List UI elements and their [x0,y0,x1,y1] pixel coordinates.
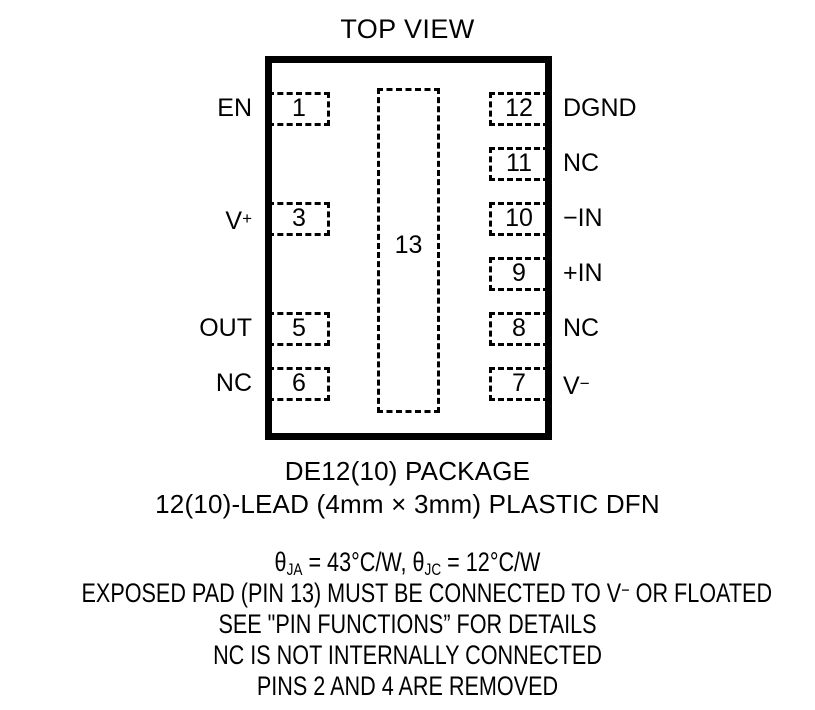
pin-label-text-8: NC [563,314,600,342]
exposed-pad-number: 13 [394,231,423,259]
pin-number-5: 5 [292,314,306,342]
pin-pad-5 [268,312,330,346]
pin-number-1: 1 [292,94,306,122]
theta-ja-value: = 43°C/W, [302,547,413,577]
pin-pad-8 [489,312,549,346]
pin-label-5: OUT [199,312,252,346]
caption-nc-note: NC IS NOT INTERNALLY CONNECTED [213,640,602,670]
pin-label-text-12: DGND [563,94,637,122]
pin-pad-7 [489,367,549,401]
pin-label-text-5: OUT [199,314,252,342]
pin-number-11: 11 [506,149,532,177]
theta-ja-subscript: JA [286,560,303,579]
pin-label-superscript-7: − [579,374,590,393]
exposed-pad-note-suffix: OR FLOATED [629,578,773,608]
v-minus-superscript: − [621,580,630,600]
pin-pad-9 [489,257,549,291]
pin-number-7: 7 [512,369,526,397]
body-wall-left [265,56,272,440]
pin-label-text-3: V [225,207,243,235]
theta-jc-symbol: θ [412,547,425,577]
pin-label-10: −IN [563,202,603,236]
top-view-title: TOP VIEW [340,14,475,44]
theta-ja-symbol: θ [274,547,287,577]
pin-number-8: 8 [512,314,526,342]
body-wall-right [545,56,552,440]
theta-jc-value: = 12°C/W [441,547,541,577]
pin-number-10: 10 [505,204,533,232]
pin-label-12: DGND [563,92,637,126]
caption-removed-pins-note: PINS 2 AND 4 ARE REMOVED [256,671,559,701]
pin-label-text-9: +IN [563,259,603,287]
pin-label-text-6: NC [215,369,252,397]
pin-pad-12 [489,92,549,126]
pin-number-3: 3 [292,204,306,232]
pin-label-6: NC [216,367,252,401]
pin-number-6: 6 [292,369,306,397]
pin-pad-11 [489,147,549,181]
pin-label-9: +IN [563,257,603,291]
pin-pad-10 [489,202,549,236]
pin-pad-3 [268,202,330,236]
pin-label-text-1: EN [217,94,252,122]
caption-package-name: DE12(10) PACKAGE [284,456,531,486]
pin-label-1: EN [217,92,252,126]
pin-label-3: V+ [225,202,252,236]
pin-label-7: V− [563,367,590,401]
caption-exposed-pad-note: EXPOSED PAD (PIN 13) MUST BE CONNECTED T… [81,578,773,608]
pin-label-text-11: NC [563,149,600,177]
pin-label-text-10: −IN [563,204,603,232]
pin-label-text-7: V [563,372,580,400]
pin-number-9: 9 [512,259,526,287]
pin-number-12: 12 [505,94,533,122]
pin-label-superscript-3: + [242,209,252,228]
pin-label-8: NC [563,312,599,346]
caption-lead-description: 12(10)-LEAD (4mm × 3mm) PLASTIC DFN [155,489,660,519]
pin-label-11: NC [563,147,599,181]
caption-pin-functions-note: SEE "PIN FUNCTIONS” FOR DETAILS [218,609,597,639]
pin-pad-1 [268,92,330,126]
exposed-pad-outline [377,88,440,413]
theta-jc-subscript: JC [424,560,442,579]
caption-thermal-resistance: θJA = 43°C/W, θJC = 12°C/W [82,547,734,579]
pin-pad-6 [268,367,330,401]
exposed-pad-note-text: EXPOSED PAD (PIN 13) MUST BE CONNECTED T… [81,578,622,608]
